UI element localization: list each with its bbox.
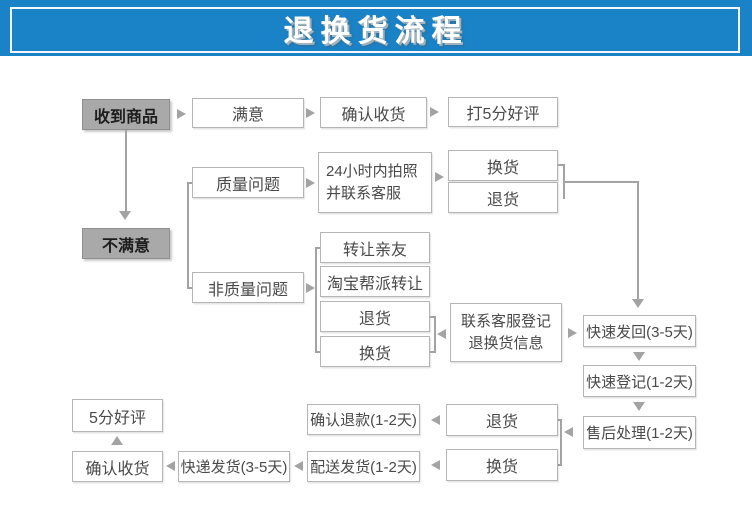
arrow-right-icon [435, 172, 444, 182]
arrow-down-icon [633, 352, 645, 361]
arrow-up-icon [111, 436, 123, 445]
node-taobao-group-transfer: 淘宝帮派转让 [320, 266, 430, 297]
arrow-right-icon [177, 109, 186, 119]
node-non-quality-issue: 非质量问题 [192, 272, 304, 303]
connector-line [557, 464, 562, 466]
connector-line [315, 351, 321, 353]
arrow-down-icon [633, 402, 645, 411]
arrow-left-icon [431, 460, 440, 470]
arrow-right-icon [306, 283, 315, 293]
banner-inner-border [10, 7, 740, 53]
node-photo-24h-line2: 并联系客服 [326, 184, 402, 202]
node-five-star-review-top: 打5分好评 [448, 97, 558, 127]
connector-line [558, 164, 565, 166]
connector-line [637, 181, 639, 300]
arrow-left-icon [294, 461, 303, 471]
node-unsatisfied: 不满意 [82, 228, 170, 259]
arrow-left-icon [437, 329, 446, 339]
node-return-non-quality: 退货 [320, 301, 430, 332]
node-received-goods: 收到商品 [82, 99, 170, 130]
connector-line [430, 316, 436, 318]
node-after-sale-handle: 售后处理(1-2天) [583, 416, 696, 449]
node-fast-register: 快速登记(1-2天) [583, 365, 696, 397]
node-contact-cs-line2: 退换货信息 [468, 334, 544, 352]
header-banner: 退换货流程 [0, 0, 752, 56]
node-contact-customer-service: 联系客服登记 退换货信息 [450, 303, 562, 362]
node-transfer-to-friends: 转让亲友 [320, 232, 430, 263]
node-five-star-review-bottom: 5分好评 [72, 399, 163, 432]
arrow-down-icon [632, 299, 644, 308]
node-return-quality: 退货 [448, 182, 558, 213]
arrow-down-icon [119, 211, 131, 220]
connector-line [563, 181, 639, 183]
node-delivery-shipping: 配送发货(1-2天) [307, 451, 420, 482]
connector-line [434, 316, 436, 353]
node-confirm-receipt-bottom: 确认收货 [72, 451, 163, 482]
arrow-left-icon [431, 415, 440, 425]
arrow-right-icon [306, 108, 315, 118]
connector-line [187, 182, 193, 184]
arrow-right-icon [306, 178, 315, 188]
node-quality-issue: 质量问题 [192, 167, 304, 198]
node-satisfied: 满意 [192, 98, 304, 128]
connector-line [560, 419, 562, 466]
node-exchange-bottom: 换货 [446, 449, 558, 481]
arrow-right-icon [430, 107, 439, 117]
node-exchange-non-quality: 换货 [320, 336, 430, 367]
arrow-left-icon [564, 427, 573, 437]
connector-line [430, 351, 436, 353]
connector-line [557, 419, 562, 421]
node-contact-cs-line1: 联系客服登记 [460, 312, 551, 330]
arrow-right-icon [568, 328, 577, 338]
node-photo-24h: 24小时内拍照 并联系客服 [318, 152, 432, 213]
arrow-left-icon [166, 461, 175, 471]
connector-line [125, 130, 127, 212]
node-exchange-quality: 换货 [448, 150, 558, 181]
node-express-shipping: 快递发货(3-5天) [178, 451, 290, 482]
page-title: 退换货流程 [283, 15, 469, 48]
connector-line [187, 287, 193, 289]
connector-line [187, 182, 189, 289]
node-confirm-receipt-top: 确认收货 [320, 97, 427, 128]
node-photo-24h-line1: 24小时内拍照 [326, 162, 418, 180]
connector-line [315, 247, 317, 353]
node-confirm-refund: 确认退款(1-2天) [307, 404, 420, 435]
node-return-bottom: 退货 [446, 404, 558, 436]
node-fast-send-back: 快速发回(3-5天) [583, 315, 696, 347]
connector-line [315, 247, 321, 249]
